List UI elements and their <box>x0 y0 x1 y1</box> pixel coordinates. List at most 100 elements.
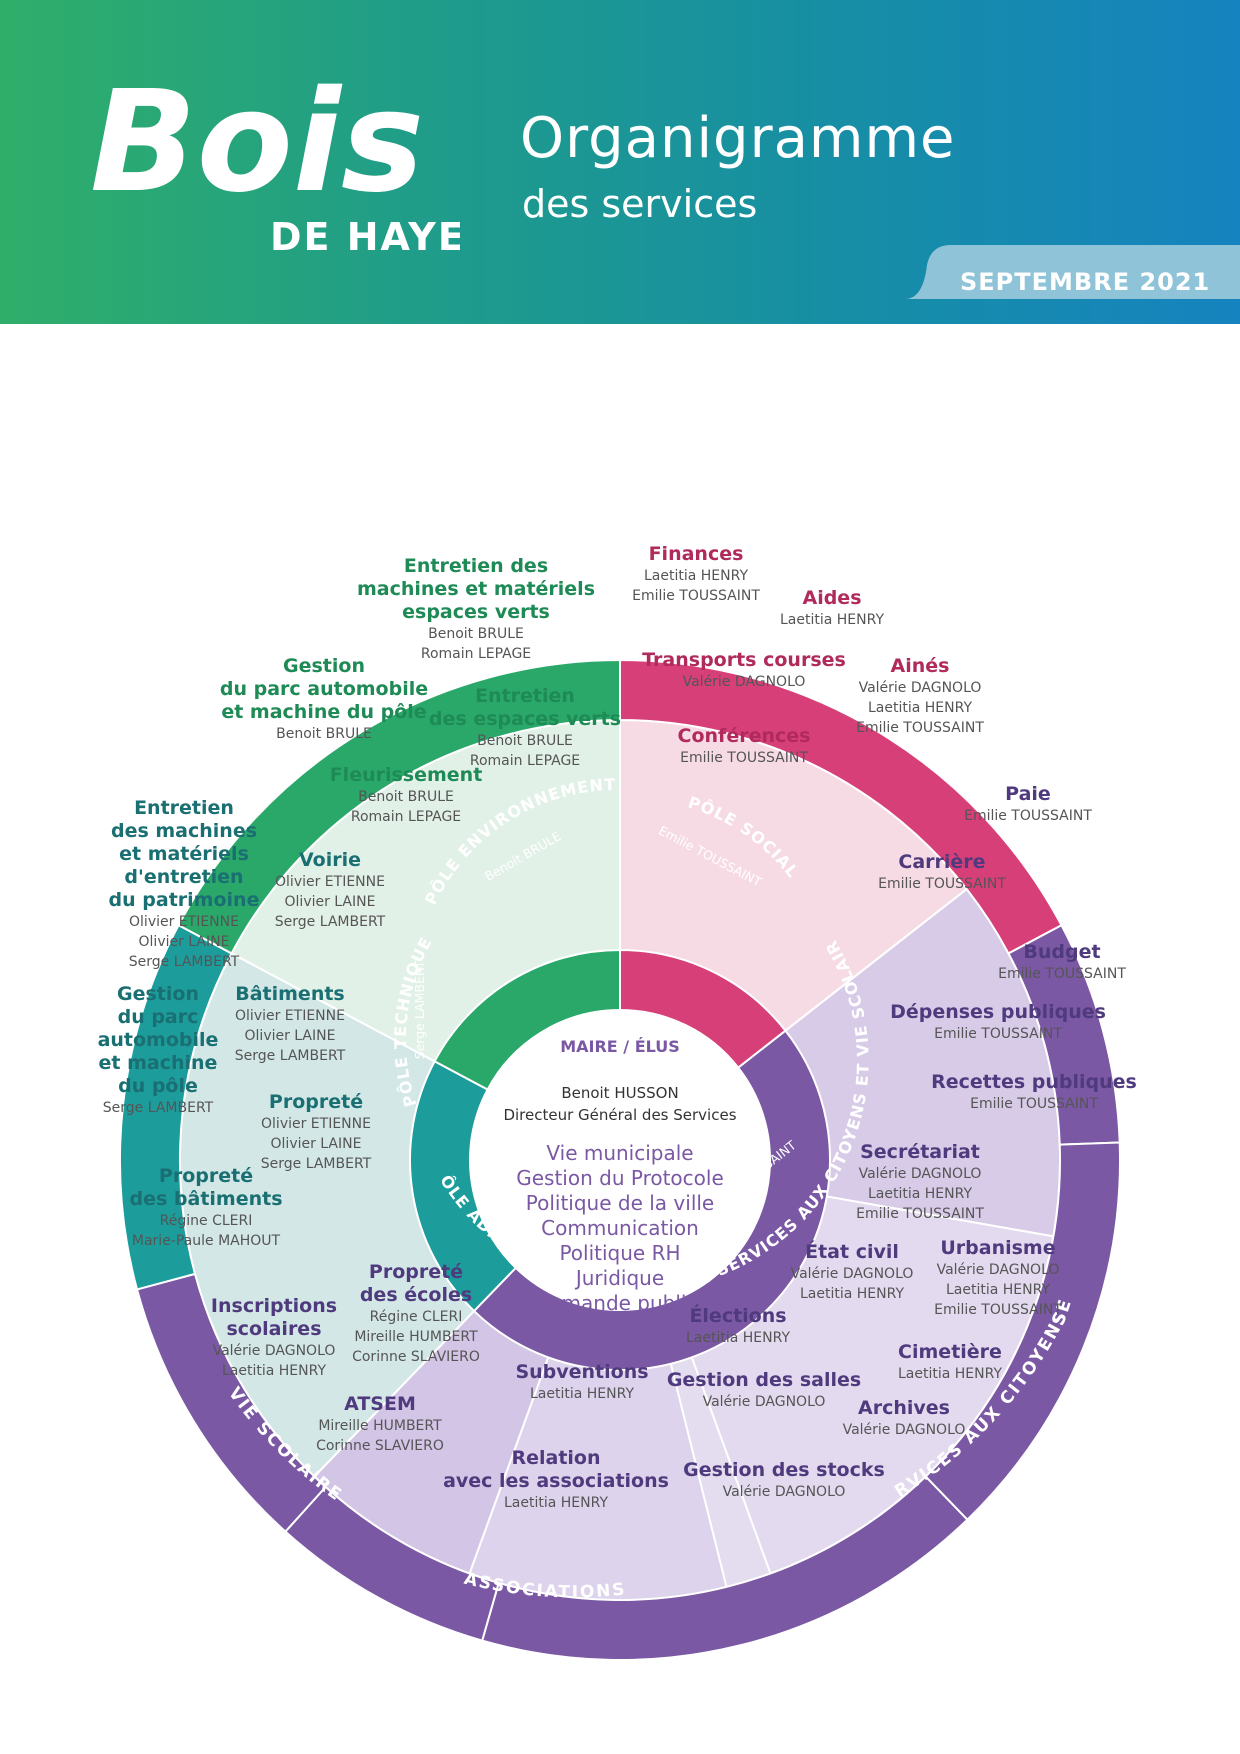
page-title: Organigramme <box>520 106 956 171</box>
center-mission: Politique de la ville <box>526 1191 714 1215</box>
service-title: Bâtiments <box>235 983 345 1005</box>
service-person: Mireille HUMBERT <box>318 1418 442 1434</box>
center-mission: Juridique <box>574 1266 664 1290</box>
center-person: Benoit HUSSON <box>561 1084 678 1102</box>
service-person: Laetitia HENRY <box>644 568 748 584</box>
service-title: ATSEM <box>344 1393 416 1415</box>
service-person: Emilie TOUSSAINT <box>632 588 760 604</box>
service-title: des machines <box>111 820 257 842</box>
service-person: Laetitia HENRY <box>946 1282 1050 1298</box>
service-person: Emilie TOUSSAINT <box>934 1302 1062 1318</box>
service-person: Laetitia HENRY <box>530 1386 634 1402</box>
service-title: scolaires <box>226 1318 321 1340</box>
service-person: Valérie DAGNOLO <box>843 1422 966 1438</box>
ring-label-patrimoine: PATRIMOINE COMMUNAL <box>0 324 81 1116</box>
service-person: Olivier ETIENNE <box>261 1116 371 1132</box>
service-title: Paie <box>1005 783 1051 805</box>
logo-wordmark: Bois <box>90 61 424 224</box>
service-title: des écoles <box>360 1284 472 1306</box>
service-title: Budget <box>1023 941 1100 963</box>
service-title: Inscriptions <box>211 1295 337 1317</box>
service-title: Finances <box>649 543 744 565</box>
service-person: Serge LAMBERT <box>129 954 240 970</box>
service-person: Valérie DAGNOLO <box>859 1166 982 1182</box>
service-title: du parc automobile <box>220 678 428 700</box>
service-person: Mireille HUMBERT <box>354 1329 478 1345</box>
service-person: Romain LEPAGE <box>470 753 580 769</box>
service-person: Serge LAMBERT <box>275 914 386 930</box>
service-person: Laetitia HENRY <box>800 1286 904 1302</box>
service-title: Aides <box>802 587 861 609</box>
service-person: Benoit BRULE <box>477 733 573 749</box>
service-person: Laetitia HENRY <box>868 1186 972 1202</box>
center-role: Directeur Général des Services <box>503 1106 736 1124</box>
service-person: Valérie DAGNOLO <box>213 1343 336 1359</box>
service-person: Valérie DAGNOLO <box>791 1266 914 1282</box>
service-person: Benoit BRULE <box>428 626 524 642</box>
service-person: Benoit BRULE <box>358 789 454 805</box>
service-title: Entretien des <box>404 555 548 577</box>
bois-de-haye-logo: Bois DE HAYE <box>90 61 460 259</box>
service-person: Emilie TOUSSAINT <box>856 720 984 736</box>
service-person: Olivier LAINE <box>285 894 376 910</box>
service-person: Emilie TOUSSAINT <box>934 1026 1062 1042</box>
service-person: Corinne SLAVIERO <box>352 1349 480 1365</box>
service-title: avec les associations <box>443 1470 669 1492</box>
service-title: et matériels <box>119 843 249 865</box>
service-title: Recettes publiques <box>931 1071 1137 1093</box>
center-mission: Politique RH <box>559 1241 680 1265</box>
service-person: Benoit BRULE <box>276 726 372 742</box>
service-person: Olivier ETIENNE <box>235 1008 345 1024</box>
service-person: Valérie DAGNOLO <box>683 674 806 690</box>
service-title: Dépenses publiques <box>890 1001 1106 1023</box>
service-title: Conférences <box>678 725 811 747</box>
service-person: Olivier ETIENNE <box>275 874 385 890</box>
service-person: Emilie TOUSSAINT <box>856 1206 984 1222</box>
service-person: Laetitia HENRY <box>780 612 884 628</box>
service-person: Serge LAMBERT <box>103 1100 214 1116</box>
service-title: automobile <box>98 1029 219 1051</box>
service-person: Romain LEPAGE <box>421 646 531 662</box>
service-person: Serge LAMBERT <box>261 1156 372 1172</box>
service-person: Serge LAMBERT <box>235 1048 346 1064</box>
center-mission: Commande publique <box>516 1291 724 1315</box>
service-person: Valérie DAGNOLO <box>937 1262 1060 1278</box>
service-title: Secrétariat <box>860 1141 980 1163</box>
service-person: Valérie DAGNOLO <box>723 1484 846 1500</box>
ring-espaces-verts <box>177 658 621 955</box>
service-title: du patrimoine <box>109 889 260 911</box>
service-title: des bâtiments <box>129 1188 282 1210</box>
center-mission: Sécurité <box>579 1316 662 1340</box>
service-title: Gestion des salles <box>667 1369 861 1391</box>
service-person: Emilie TOUSSAINT <box>970 1096 1098 1112</box>
org-wheel: ESPACES VERTSCENTRE COMMUNAL D'ACTION SO… <box>0 324 1216 1661</box>
service-title: Gestion <box>117 983 199 1005</box>
service-title: d'entretien <box>124 866 243 888</box>
service-title: machines et matériels <box>357 578 595 600</box>
service-person: Emilie TOUSSAINT <box>998 966 1126 982</box>
service-person: Laetitia HENRY <box>898 1366 1002 1382</box>
date-tab-shape <box>905 245 1240 299</box>
service-person: Olivier LAINE <box>271 1136 362 1152</box>
service-person: Laetitia HENRY <box>222 1363 326 1379</box>
wheel-graphic <box>119 658 1122 1661</box>
service-title: du pôle <box>118 1075 198 1097</box>
service-title: des espaces verts <box>429 708 621 730</box>
service-title: Gestion <box>283 655 365 677</box>
service-title: Fleurissement <box>330 764 483 786</box>
service-person: Laetitia HENRY <box>504 1495 608 1511</box>
service-title: Ainés <box>891 655 950 677</box>
service-title: Entretien <box>475 685 575 707</box>
service-title: du parc <box>118 1006 199 1028</box>
service-person: Olivier ETIENNE <box>129 914 239 930</box>
service-person: Laetitia HENRY <box>686 1330 790 1346</box>
service-title: Subventions <box>515 1361 648 1383</box>
center-heading: MAIRE / ÉLUS <box>560 1037 680 1056</box>
center-mission: Vie municipale <box>546 1141 693 1165</box>
date-label: SEPTEMBRE 2021 <box>960 268 1211 296</box>
service-title: Propreté <box>159 1165 253 1187</box>
logo-subtext: DE HAYE <box>270 215 460 259</box>
service-title: Gestion des stocks <box>683 1459 885 1481</box>
page-subtitle: des services <box>522 182 758 226</box>
service-title: Urbanisme <box>940 1237 1055 1259</box>
